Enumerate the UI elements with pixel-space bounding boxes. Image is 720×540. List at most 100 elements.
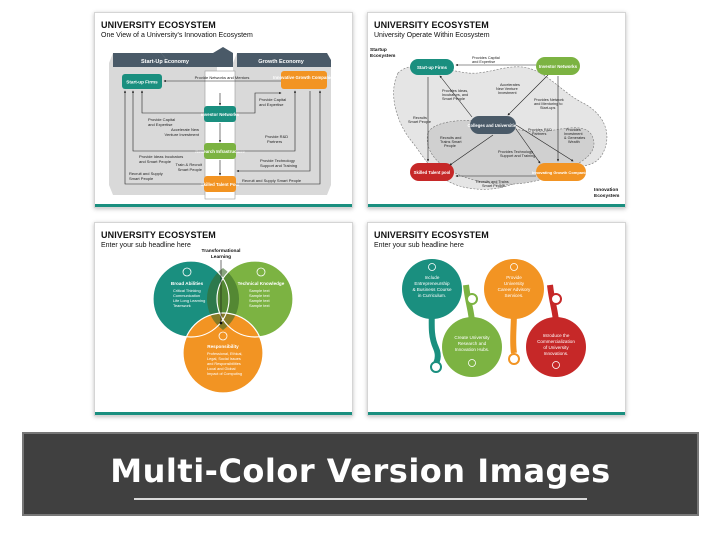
diagram-label: Provide xyxy=(506,275,522,280)
diagram-label: Incubators, and xyxy=(442,93,468,97)
diagram-label: Provides Network xyxy=(534,98,564,102)
diagram-label: Ecosystem xyxy=(370,53,395,59)
diagram-label: Provide Capital xyxy=(148,117,175,122)
diagram-label: Partners xyxy=(267,139,282,144)
drop-4 xyxy=(526,317,586,377)
slide-thumbnail-4[interactable]: UNIVERSITY ECOSYSTEM Enter your sub head… xyxy=(367,222,626,416)
drop-1 xyxy=(402,259,462,319)
diagram-label: Professional, Ethical, xyxy=(207,352,242,356)
diagram-label: and Expertise xyxy=(259,102,284,107)
responsibility-circle xyxy=(183,313,263,393)
diagram-label: Innovating Growth Companies xyxy=(532,170,591,175)
diagram-label: Smart People xyxy=(408,120,431,124)
drop-2 xyxy=(442,317,502,377)
diagram-label: Innovations. xyxy=(544,351,569,356)
slide-thumbnail-2[interactable]: UNIVERSITY ECOSYSTEM University Operate … xyxy=(367,12,626,208)
slide-subtitle: University Operate Within Ecosystem xyxy=(374,32,490,39)
slide-accent-bar xyxy=(95,412,352,415)
diagram-label: Provide Ideas Incubators xyxy=(139,154,183,159)
diagram-label: Technical Knowledge xyxy=(238,281,285,286)
diagram-label: Local and Global xyxy=(207,367,236,371)
diagram-label: Train & Recruit xyxy=(175,162,202,167)
slide-title: UNIVERSITY ECOSYSTEM xyxy=(101,20,216,30)
diagram-label: & Business Course xyxy=(412,287,452,292)
diagram-label: Research and xyxy=(458,341,487,346)
slide-title: UNIVERSITY ECOSYSTEM xyxy=(374,230,489,240)
ecosystem-diagram-1: Start-Up Economy Growth Economy Start-up… xyxy=(109,47,336,200)
skilled-talent-node xyxy=(410,163,454,181)
diagram-label: Provides Ideas, xyxy=(442,89,468,93)
diagram-label: and Mentoring to xyxy=(534,102,563,106)
diagram-label: Communication xyxy=(173,293,200,298)
diagram-label: Start-up Firms xyxy=(126,80,158,85)
research-infrastructure-node xyxy=(204,143,236,159)
diagram-label: and Expertise xyxy=(472,60,495,64)
lightbulb-icon xyxy=(468,359,476,367)
diagram-label: Impact of Computing xyxy=(207,372,242,376)
diagram-label: Provides Capital xyxy=(472,56,500,60)
slide-accent-bar xyxy=(368,204,625,207)
book-icon xyxy=(428,263,436,271)
slide-title: UNIVERSITY ECOSYSTEM xyxy=(101,230,216,240)
diagram-label: Provides R&D xyxy=(528,128,552,132)
diagram-label: Provide Capital xyxy=(259,97,286,102)
ecosystem-diagram-2: Startup Ecosystem Innovation Ecosystem S… xyxy=(370,47,619,199)
diagram-label: Research Infrastructure xyxy=(195,149,245,154)
innovating-growth-node xyxy=(536,163,586,181)
slide-thumbnail-1[interactable]: UNIVERSITY ECOSYSTEM One View of a Unive… xyxy=(94,12,353,208)
money-icon xyxy=(552,361,560,369)
diagram-label: Startup xyxy=(370,47,387,53)
drop-3 xyxy=(484,259,544,319)
banner-underline xyxy=(134,498,587,500)
diagram-label: Innovation xyxy=(594,187,618,193)
slide-subtitle: Enter your sub headline here xyxy=(101,242,191,249)
diagram-label: Ecosystem xyxy=(594,193,619,199)
diagram-label: Introduce the xyxy=(543,333,570,338)
diagram-label: Provides xyxy=(566,128,581,132)
growth-economy-header: Growth Economy xyxy=(258,59,304,65)
diagram-label: Innovation Hubs. xyxy=(455,347,489,352)
diagram-label: Support and Training xyxy=(500,154,535,158)
colleges-node xyxy=(470,116,516,134)
diagram-label: Responsibility xyxy=(207,344,239,349)
diagram-label: People xyxy=(444,144,456,148)
diagram-label: Commercialization xyxy=(537,339,575,344)
diagram-label: Sample text xyxy=(249,303,270,308)
diagram-label: Sample text xyxy=(249,298,270,303)
startup-firms-node xyxy=(122,74,162,89)
diagram-label: Transformational xyxy=(202,248,241,254)
diagram-label: and Responsibilities xyxy=(207,362,241,366)
banner-title: Multi-Color Version Images xyxy=(110,452,611,490)
slide-accent-bar xyxy=(368,412,625,415)
skilled-talent-node xyxy=(204,176,236,192)
diagram-label: Recruits xyxy=(413,116,427,120)
diagram-label: Support and Training xyxy=(260,163,297,168)
diagram-label: & Generates xyxy=(564,136,585,140)
investor-networks-node xyxy=(536,57,580,75)
diagram-label: Colleges and Universities xyxy=(468,123,520,128)
slide-subtitle: Enter your sub headline here xyxy=(374,242,464,249)
diagram-label: Sample text xyxy=(249,293,270,298)
droplet-diagram: Include Entrepreneurship & Business Cour… xyxy=(402,259,586,377)
diagram-label: Recruits and Trains xyxy=(476,180,509,184)
banner: Multi-Color Version Images xyxy=(22,432,699,516)
diagram-label: Recruits and xyxy=(440,136,461,140)
diagram-label: Start-up Firms xyxy=(417,65,448,70)
startup-firms-node xyxy=(410,59,454,75)
diagram-label: Smart People xyxy=(442,97,465,101)
diagram-label: Skilled Talent Pool xyxy=(201,182,240,187)
diagram-label: Entrepreneurship xyxy=(414,281,450,286)
diagram-label: Smart People xyxy=(129,176,154,181)
diagram-label: and Expertise xyxy=(148,122,173,127)
diagram-label: Accelerates xyxy=(500,83,520,87)
slide-thumbnail-3[interactable]: UNIVERSITY ECOSYSTEM Enter your sub head… xyxy=(94,222,353,416)
diagram-label: Skilled Talent pool xyxy=(414,170,451,175)
diagram-label: Investor Networks xyxy=(201,112,240,117)
diagram-label: Include xyxy=(425,275,440,280)
diagram-label: Provide R&D xyxy=(265,134,288,139)
gear-icon xyxy=(256,267,266,277)
diagram-label: Provide Networks and Mentors xyxy=(195,75,250,80)
venn-diagram: Transformational Learning Broad Abilitie… xyxy=(152,248,294,394)
node-label: Innovative Growth Companies xyxy=(273,75,335,80)
